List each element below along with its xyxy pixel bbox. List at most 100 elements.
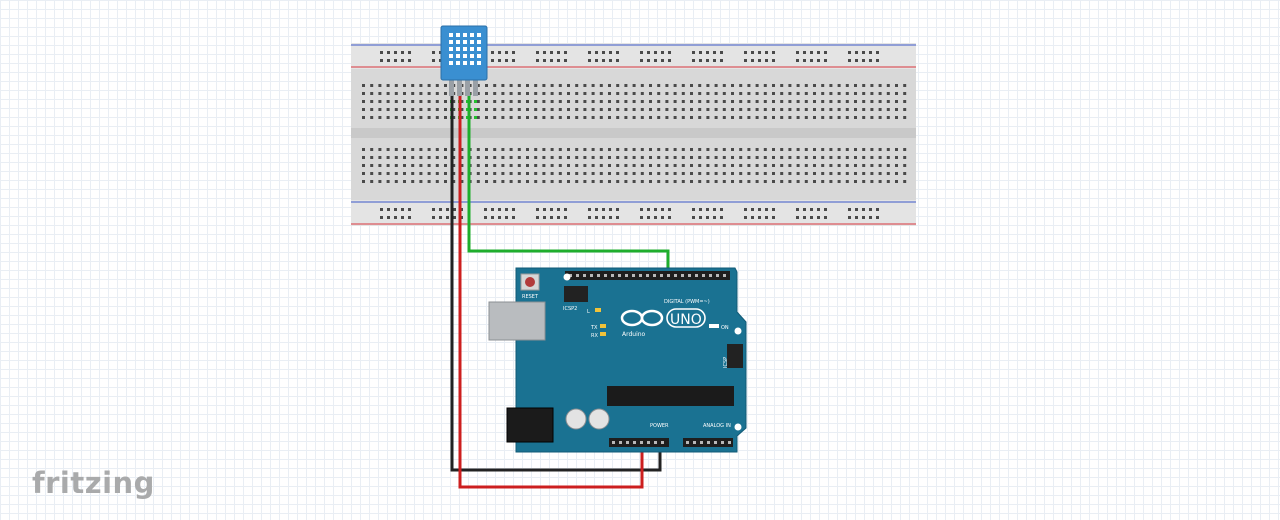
- rail-hole: [491, 216, 494, 219]
- rail-hole: [484, 216, 487, 219]
- breadboard-hole: [731, 100, 734, 103]
- rail-hole: [550, 51, 553, 54]
- breadboard-hole: [485, 100, 488, 103]
- rail-hole: [855, 51, 858, 54]
- power-jack: [506, 407, 554, 443]
- rail-hole: [713, 59, 716, 62]
- breadboard-hole: [468, 84, 472, 87]
- breadboard-hole: [903, 172, 907, 175]
- breadboard-hole: [567, 172, 570, 175]
- breadboard-hole: [681, 116, 685, 119]
- breadboard-hole: [763, 108, 767, 111]
- power-pin: [640, 441, 643, 444]
- breadboard-hole: [362, 148, 365, 151]
- breadboard-hole: [624, 156, 628, 159]
- breadboard-hole: [370, 156, 374, 159]
- rail-hole: [668, 208, 671, 211]
- breadboard-hole: [624, 100, 628, 103]
- rail-hole: [543, 59, 546, 62]
- digital-pins: [569, 274, 726, 277]
- rail-hole: [810, 208, 813, 211]
- breadboard-hole: [378, 164, 382, 167]
- breadboard-hole: [862, 148, 866, 151]
- breadboard-hole: [534, 156, 538, 159]
- rail-hole: [810, 216, 813, 219]
- breadboard-hole: [903, 156, 907, 159]
- breadboard-hole: [476, 164, 480, 167]
- breadboard-hole: [739, 116, 743, 119]
- breadboard-hole: [624, 172, 628, 175]
- breadboard-hole: [665, 164, 669, 167]
- breadboard-hole: [845, 156, 849, 159]
- breadboard-hole: [509, 92, 513, 95]
- breadboard-hole: [788, 180, 792, 183]
- breadboard-hole: [419, 100, 423, 103]
- dht-sensor[interactable]: [440, 25, 488, 96]
- rail-hole: [796, 51, 799, 54]
- sensor-pin-4: [473, 78, 478, 96]
- rail-hole: [647, 208, 650, 211]
- breadboard-hole: [722, 92, 726, 95]
- breadboard-hole: [698, 180, 702, 183]
- rail-hole: [595, 59, 598, 62]
- breadboard-hole: [370, 164, 374, 167]
- breadboard-hole: [435, 172, 439, 175]
- digital-label: DIGITAL (PWM=~): [664, 299, 710, 305]
- breadboard-hole: [403, 92, 406, 95]
- breadboard-hole: [370, 92, 374, 95]
- breadboard-hole: [534, 100, 538, 103]
- digital-pin: [590, 274, 593, 277]
- breadboard-hole: [427, 92, 431, 95]
- breadboard-hole: [362, 92, 365, 95]
- breadboard-hole: [452, 164, 456, 167]
- digital-pin: [709, 274, 712, 277]
- rail-hole: [713, 51, 716, 54]
- wire-vcc-red[interactable]: [458, 93, 644, 489]
- breadboard-hole: [763, 180, 767, 183]
- breadboard-hole: [493, 108, 497, 111]
- breadboard-hole: [558, 148, 562, 151]
- breadboard-hole: [526, 84, 529, 87]
- rail-hole: [692, 59, 695, 62]
- breadboard-hole: [665, 180, 669, 183]
- breadboard-hole: [813, 116, 816, 119]
- rail-hole: [692, 51, 695, 54]
- rail-hole: [765, 208, 768, 211]
- sensor-grill-slot: [463, 54, 467, 58]
- breadboard-hole: [870, 84, 874, 87]
- breadboard-hole: [731, 92, 734, 95]
- breadboard-hole: [378, 180, 382, 183]
- analog-label: ANALOG IN: [703, 423, 731, 429]
- breadboard-hole: [476, 84, 480, 87]
- breadboard-hole: [755, 108, 759, 111]
- rail-hole: [408, 59, 411, 62]
- wire-ground-black[interactable]: [450, 93, 662, 472]
- breadboard-hole: [747, 84, 751, 87]
- breadboard-hole: [485, 148, 488, 151]
- breadboard-hole: [378, 156, 382, 159]
- breadboard-hole: [886, 108, 890, 111]
- breadboard-hole: [829, 116, 833, 119]
- breadboard-hole: [394, 100, 398, 103]
- rail-hole: [588, 51, 591, 54]
- breadboard-hole: [599, 156, 603, 159]
- rail-hole: [647, 59, 650, 62]
- wire-data-green[interactable]: [467, 93, 670, 278]
- breadboard-hole: [526, 156, 529, 159]
- breadboard[interactable]: [351, 43, 916, 226]
- breadboard-hole: [681, 164, 685, 167]
- breadboard-hole: [698, 100, 702, 103]
- breadboard-hole: [517, 172, 521, 175]
- breadboard-hole: [796, 156, 800, 159]
- arduino-brand: Arduino: [622, 331, 646, 338]
- rail-hole: [706, 208, 709, 211]
- arduino-uno[interactable]: RESET ICSP2 DIGITAL (PWM=~) L TX RX UNO …: [488, 267, 747, 453]
- breadboard-hole: [854, 156, 857, 159]
- rail-hole: [751, 208, 754, 211]
- rail-hole: [654, 51, 657, 54]
- breadboard-hole: [591, 164, 595, 167]
- breadboard-hole: [386, 92, 390, 95]
- rail-hole: [699, 51, 702, 54]
- rail-hole: [640, 208, 643, 211]
- breadboard-hole: [870, 92, 874, 95]
